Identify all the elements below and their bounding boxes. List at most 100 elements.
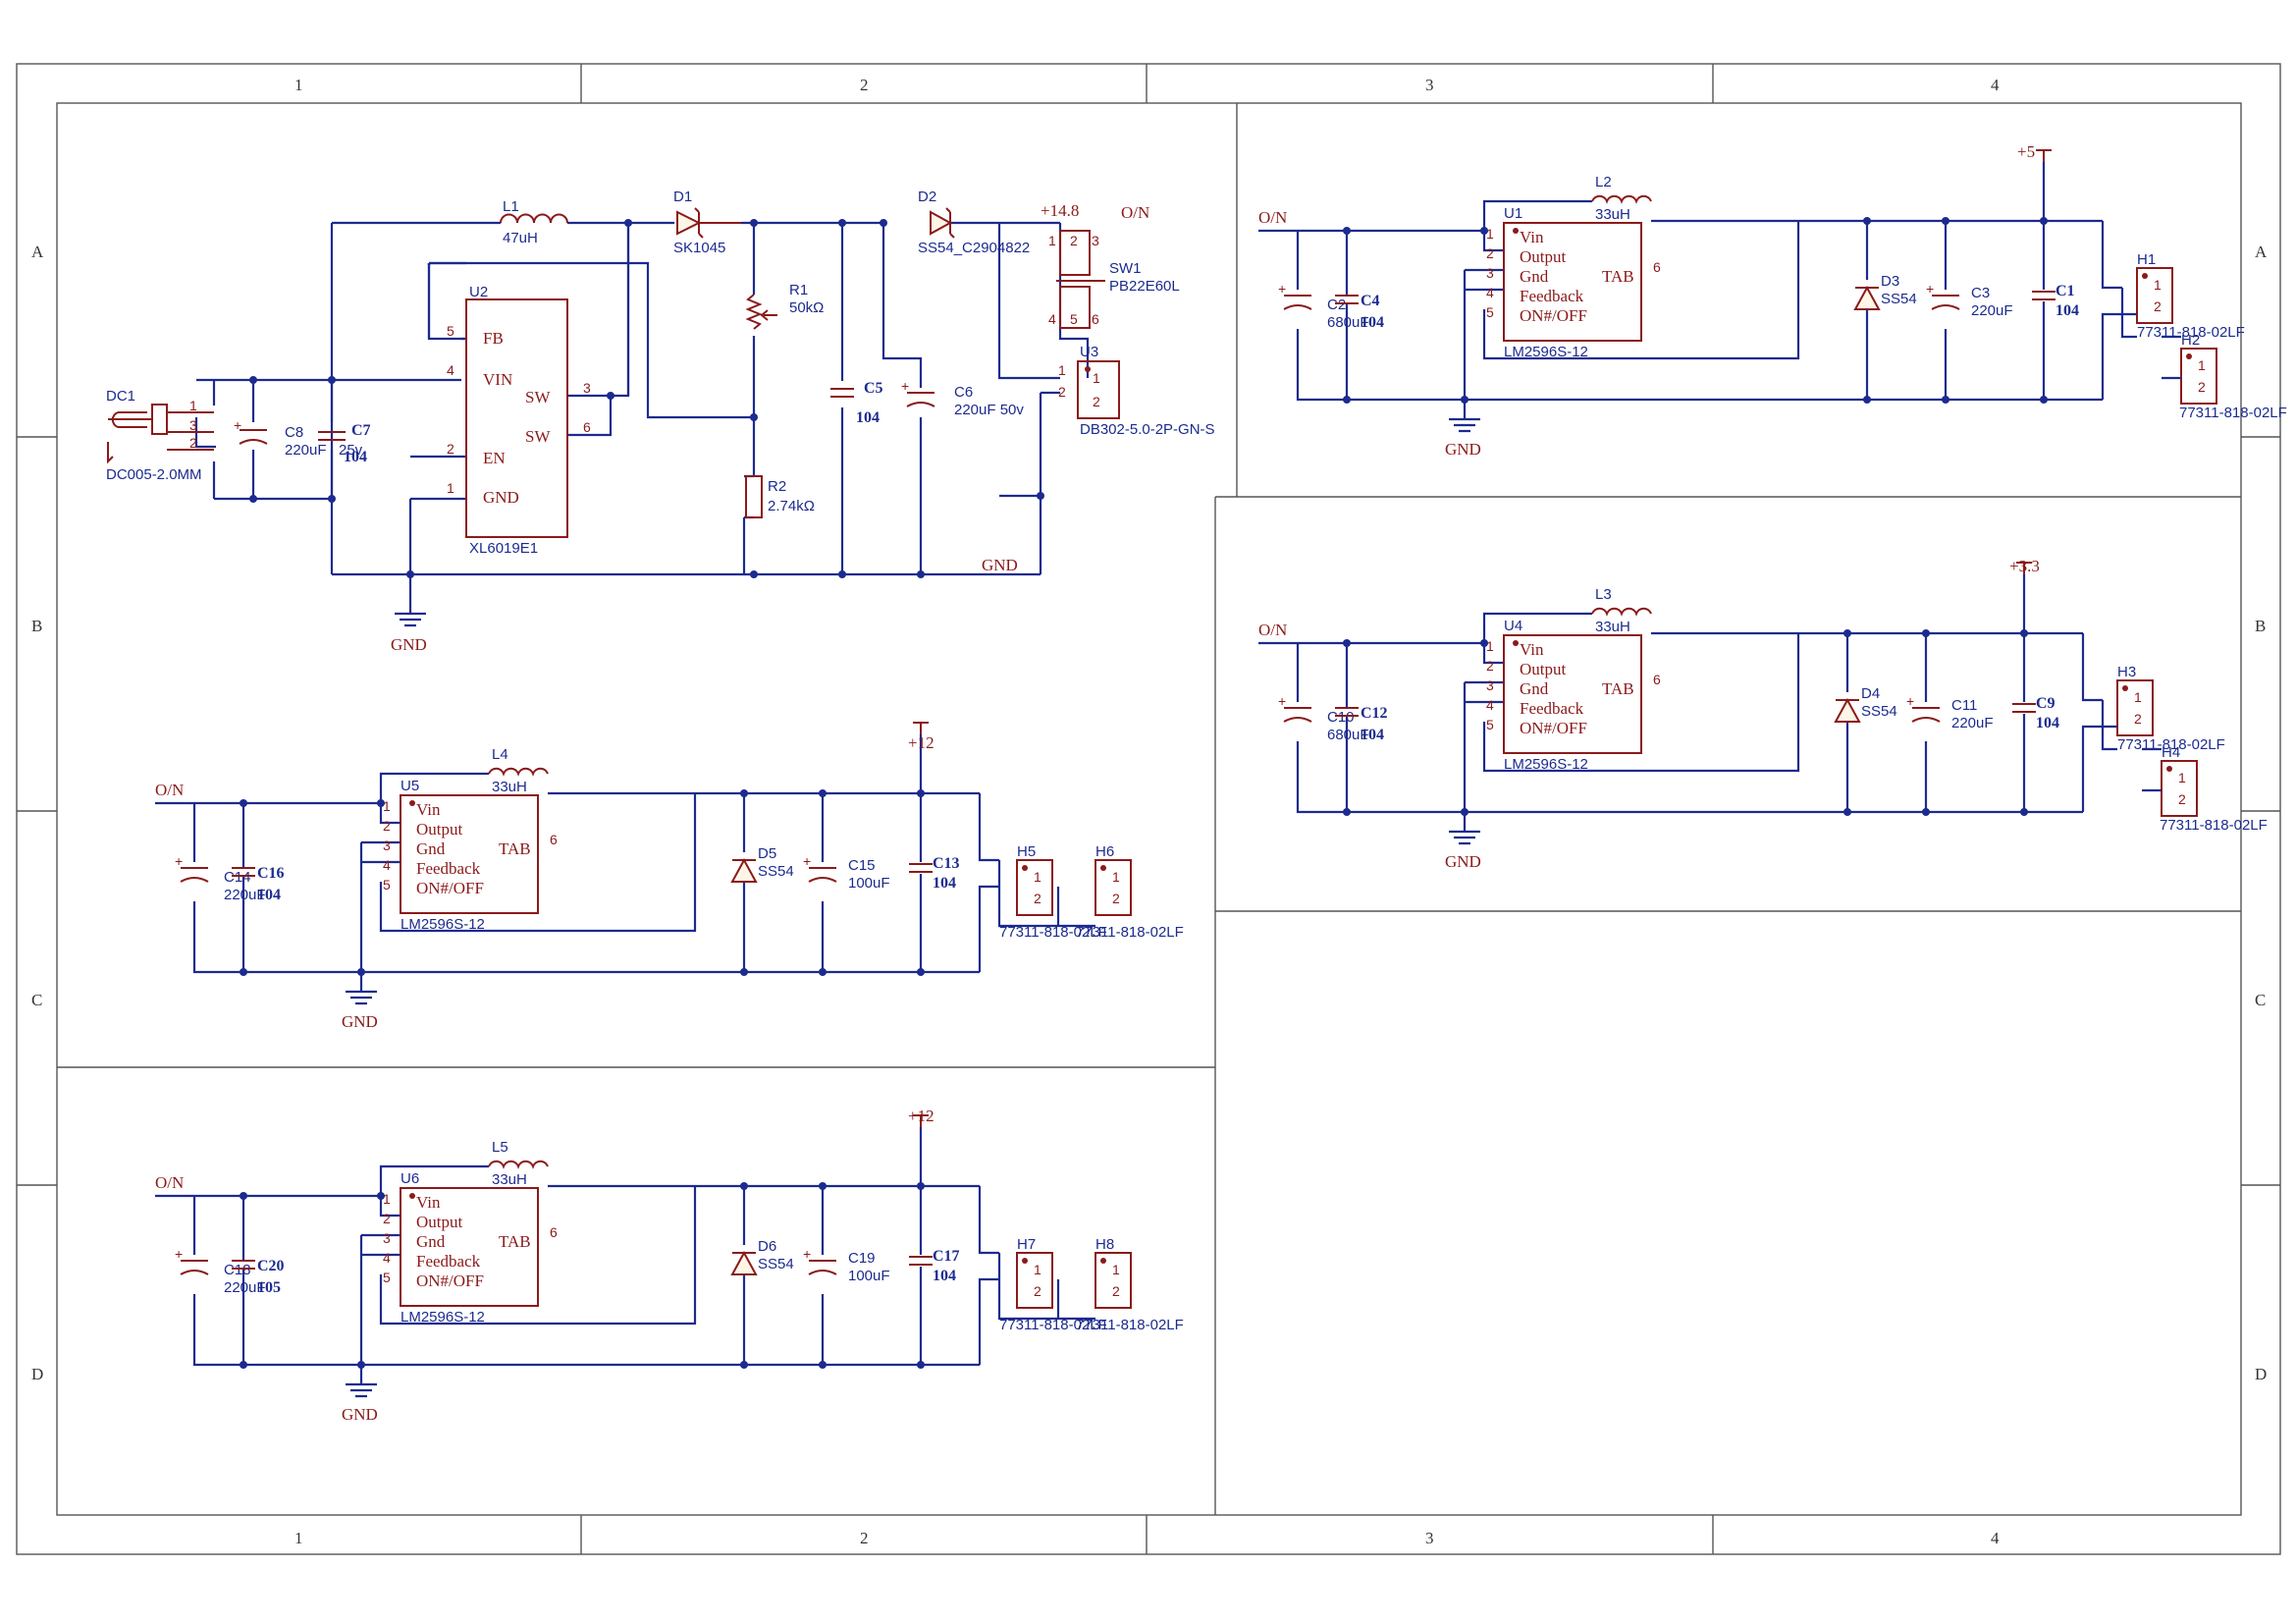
- c5-ref: C5: [864, 380, 883, 397]
- svg-text:6: 6: [550, 832, 558, 847]
- u2-pin-vin: VIN: [483, 370, 512, 389]
- c8-extra: 25v: [339, 442, 363, 459]
- regulator-u6: U6LM2596S-12Vin1Output2Gnd3Feedback4ON#/…: [155, 1114, 1184, 1424]
- net-label-5v: +5: [2017, 142, 2035, 161]
- u2-pin-en: EN: [483, 449, 506, 467]
- header-value: 77311-818-02LF: [999, 1317, 1107, 1333]
- svg-text:1: 1: [1034, 1262, 1041, 1277]
- net-label-gnd: GND: [342, 1405, 378, 1424]
- row-label: D: [31, 1365, 43, 1383]
- regulator-pin-label: TAB: [499, 1232, 531, 1251]
- svg-text:5: 5: [1486, 717, 1494, 732]
- svg-text:4: 4: [383, 1250, 391, 1266]
- regulator-pin-label: Vin: [1520, 228, 1544, 246]
- regulator-sections: U1LM2596S-12Vin1Output2Gnd3Feedback4ON#/…: [155, 149, 2287, 1424]
- capacitor-ref: C11: [1951, 697, 1977, 714]
- d1-ref: D1: [673, 189, 692, 205]
- regulator-pin-label: Gnd: [416, 839, 446, 858]
- regulator-pin-label: Gnd: [1520, 679, 1549, 698]
- c5-value: 104: [856, 409, 880, 426]
- capacitor-ref: C12: [1361, 705, 1388, 722]
- capacitor-value: 104: [1361, 314, 1384, 331]
- regulator-ref: U6: [400, 1170, 419, 1187]
- svg-text:1: 1: [2178, 770, 2186, 785]
- capacitor-ref: C14: [224, 869, 251, 886]
- capacitor-value: 220uF: [1951, 715, 1994, 731]
- c7-value: 104: [344, 449, 367, 465]
- capacitor-value: 105: [257, 1279, 281, 1296]
- svg-text:2: 2: [1112, 1283, 1120, 1299]
- svg-text:2: 2: [2178, 791, 2186, 807]
- inductor-value: 33uH: [1595, 206, 1630, 223]
- d2-value: SS54_C2904822: [918, 240, 1030, 256]
- regulator-pin-label: TAB: [1602, 679, 1634, 698]
- diode-ref: D4: [1861, 685, 1880, 702]
- svg-text:1: 1: [2134, 689, 2142, 705]
- regulator-ref: U4: [1504, 618, 1522, 634]
- net-label-gnd: GND: [1445, 440, 1481, 459]
- column-label: 2: [860, 1529, 869, 1547]
- diode-ref: D5: [758, 845, 776, 862]
- svg-text:2: 2: [383, 818, 391, 834]
- capacitor-ref: C18: [224, 1262, 251, 1278]
- regulator-part: LM2596S-12: [1504, 756, 1588, 773]
- zone-labels: 1 2 3 4 1 2 3 4 A B C D A B C D: [31, 76, 2268, 1547]
- regulator-ref: U1: [1504, 205, 1522, 222]
- header-value: 77311-818-02LF: [2160, 817, 2268, 834]
- svg-text:1: 1: [383, 798, 391, 814]
- net-label-on: O/N: [155, 1173, 184, 1192]
- regulator-pin-label: Feedback: [1520, 699, 1584, 718]
- row-label: A: [2255, 243, 2268, 261]
- header-ref: H3: [2117, 664, 2136, 680]
- column-label: 2: [860, 76, 869, 94]
- resistor-r2: R2 2.74kΩ: [745, 475, 815, 518]
- svg-text:2: 2: [1112, 891, 1120, 906]
- svg-text:2: 2: [189, 435, 197, 451]
- svg-text:3: 3: [1092, 233, 1099, 248]
- regulator-pin-label: Vin: [416, 800, 441, 819]
- inductor-value: 33uH: [1595, 619, 1630, 635]
- svg-text:1: 1: [1486, 638, 1494, 654]
- net-label-3v3: +3.3: [2009, 557, 2040, 575]
- capacitor-ref: C19: [848, 1250, 876, 1267]
- net-label-gnd: GND: [1445, 852, 1481, 871]
- header-ref: H8: [1095, 1236, 1114, 1253]
- header-value: 77311-818-02LF: [2179, 405, 2287, 421]
- connector-u3: 1 2 1 2 U3 DB302-5.0-2P-GN-S: [1058, 344, 1215, 438]
- capacitor-ref: C17: [933, 1248, 960, 1265]
- regulator-pin-label: Output: [1520, 247, 1567, 266]
- regulator-part: LM2596S-12: [1504, 344, 1588, 360]
- capacitor-value: 104: [933, 875, 956, 892]
- svg-text:1: 1: [447, 480, 454, 496]
- svg-text:1: 1: [1486, 226, 1494, 242]
- junction-dots: [249, 219, 1044, 578]
- capacitor-ref: C4: [1361, 293, 1380, 309]
- svg-text:1: 1: [1034, 869, 1041, 885]
- row-label: A: [31, 243, 44, 261]
- column-label: 3: [1425, 1529, 1434, 1547]
- c6-ref: C6: [954, 384, 973, 401]
- svg-text:1: 1: [1048, 233, 1056, 248]
- inductor-value: 33uH: [492, 779, 527, 795]
- row-label: C: [2255, 991, 2266, 1009]
- svg-text:6: 6: [1653, 259, 1661, 275]
- svg-text:3: 3: [383, 1230, 391, 1246]
- net-label-gnd: GND: [982, 556, 1018, 574]
- svg-text:6: 6: [583, 419, 591, 435]
- net-label-on: O/N: [1258, 208, 1287, 227]
- capacitor-ref: C1: [2056, 283, 2075, 299]
- d2-ref: D2: [918, 189, 936, 205]
- svg-text:2: 2: [383, 1211, 391, 1226]
- net-label-gnd: GND: [342, 1012, 378, 1031]
- header-ref: H2: [2181, 332, 2200, 349]
- svg-text:4: 4: [1486, 697, 1494, 713]
- inductor-ref: L3: [1595, 586, 1612, 603]
- svg-text:6: 6: [1653, 672, 1661, 687]
- regulator-part: LM2596S-12: [400, 916, 485, 933]
- svg-text:GND: GND: [391, 635, 427, 654]
- regulator-pin-label: ON#/OFF: [416, 879, 484, 897]
- row-label: D: [2255, 1365, 2267, 1383]
- regulator-pin-label: Vin: [416, 1193, 441, 1212]
- net-label-12v: +12: [908, 733, 934, 752]
- power-flags: +5 +3.3 +12 +12: [908, 142, 2040, 1125]
